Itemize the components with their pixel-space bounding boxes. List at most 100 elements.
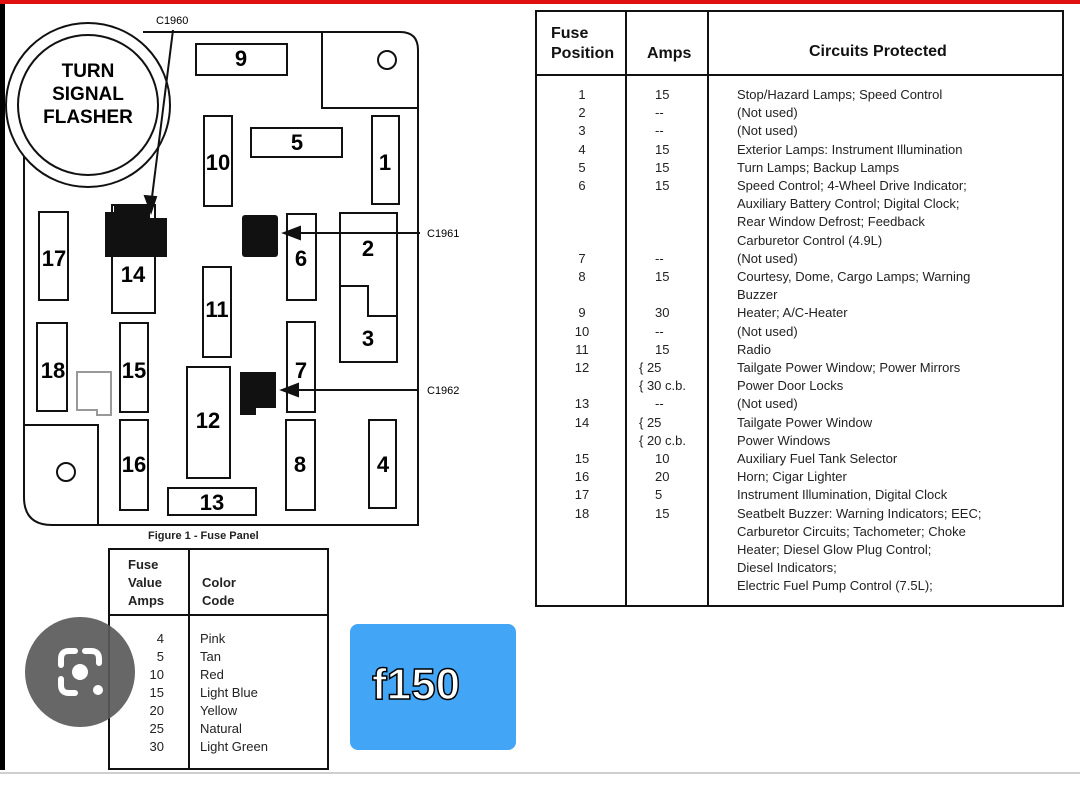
connector-label-c1960: C1960 <box>156 15 188 27</box>
fuse-position: 18 <box>574 505 590 521</box>
fuse-value: 5 <box>156 649 164 664</box>
circuit-text: Electric Fuel Pump Control (7.5L); <box>737 578 933 594</box>
fuse-13 <box>167 487 257 516</box>
circuit-text: Power Windows <box>737 432 831 448</box>
fuse-label: 2 <box>362 236 374 261</box>
circuit-text: Diesel Indicators; <box>737 560 837 576</box>
fuse-value: 4 <box>156 631 164 646</box>
fuse-color: Pink <box>200 631 226 646</box>
fuse-position: 5 <box>578 159 586 175</box>
google-lens-icon <box>58 648 103 696</box>
fuse-amps-cb: { 20 c.b. <box>639 432 686 448</box>
fuse-amps: 15 <box>655 178 670 193</box>
f150-tag[interactable]: f150 <box>350 624 516 750</box>
fuse-1 <box>371 115 400 205</box>
fuse-amps: -- <box>655 396 664 412</box>
fuse-color: Red <box>200 667 224 682</box>
top-right-box <box>321 32 418 109</box>
circuit-text: Courtesy, Dome, Cargo Lamps; Warning <box>737 269 971 284</box>
fuse-position: 1 <box>578 87 586 102</box>
header-circuits: Circuits Protected <box>809 43 947 60</box>
fuse-position: 11 <box>575 341 589 357</box>
fuse-amps: 30 <box>655 305 670 321</box>
fuse-17 <box>38 211 69 301</box>
fuse-2-3-block <box>339 212 398 363</box>
fuse-amps: -- <box>655 105 664 121</box>
fuse-amps: 15 <box>655 159 670 175</box>
fuse-6 <box>286 213 317 301</box>
circuit-text: Exterior Lamps: Instrument Illumination <box>737 141 963 157</box>
fuse-position: 17 <box>574 487 590 503</box>
fuse-color: Light Green <box>200 739 268 754</box>
fuse-11 <box>202 266 232 358</box>
fuse-position: 10 <box>574 323 590 339</box>
header-fuse: Fuse <box>128 557 159 572</box>
header-fuse: Fuse <box>551 25 589 42</box>
flasher-label: FLASHER <box>43 107 133 128</box>
fuse-label: 11 <box>205 297 228 322</box>
left-edge-bar <box>0 4 5 770</box>
flasher-label: SIGNAL <box>52 84 124 105</box>
fuse-label: 1 <box>379 150 391 175</box>
circuit-text: (Not used) <box>737 323 798 339</box>
circuit-text: (Not used) <box>737 396 798 412</box>
fuse-position: 12 <box>574 360 590 375</box>
circuit-text: (Not used) <box>737 123 798 139</box>
tag-label: f150 <box>371 659 461 710</box>
fuse-label: 13 <box>200 490 224 515</box>
fuse-position: 6 <box>578 178 586 193</box>
circuit-text: Heater; A/C-Heater <box>737 305 848 321</box>
circuit-text: (Not used) <box>737 250 798 266</box>
fuse-amps: -- <box>655 323 664 339</box>
fuse-amps: 15 <box>655 141 670 157</box>
header-amps: Amps <box>128 593 165 608</box>
mount-hole-bottom <box>56 462 76 482</box>
fuse-position: 16 <box>574 469 590 485</box>
fuse-position: 7 <box>578 250 586 266</box>
connector-c1960 <box>105 205 167 257</box>
fuse-amps: -- <box>655 123 664 139</box>
fuse-position: 3 <box>578 123 586 139</box>
flasher-inner-circle <box>17 34 159 176</box>
relay-outline <box>76 371 112 416</box>
fuse-16 <box>119 419 149 511</box>
fuse-value: 15 <box>149 685 164 700</box>
google-lens-button[interactable] <box>25 617 135 727</box>
fuse-label: 6 <box>295 246 307 271</box>
fuse-amps: { 25 <box>639 360 662 375</box>
fuse-label: 12 <box>196 408 220 433</box>
fuse-amps: -- <box>655 250 664 266</box>
fuse-15 <box>119 322 149 413</box>
header-code: Code <box>202 593 235 608</box>
fuse-color: Light Blue <box>200 685 258 700</box>
circuit-text: Rear Window Defrost; Feedback <box>737 214 925 230</box>
fuse-label: 15 <box>122 358 146 383</box>
fuse-amps: 20 <box>655 469 670 485</box>
mount-hole-top <box>377 50 397 70</box>
fuse-label: 4 <box>377 452 390 477</box>
fuse-color: Tan <box>200 649 221 664</box>
fuse-position: 13 <box>574 396 590 412</box>
connector-label-c1961: C1961 <box>427 228 459 240</box>
fuse-color: Yellow <box>200 703 238 718</box>
flasher-outer-circle <box>5 22 171 188</box>
fuse-amps-cb: { 30 c.b. <box>639 378 686 394</box>
circuit-text: Instrument Illumination, Digital Clock <box>737 487 948 503</box>
circuit-text: Auxiliary Fuel Tank Selector <box>737 451 898 466</box>
circuit-text: Tailgate Power Window <box>737 414 873 430</box>
circuit-text: Speed Control; 4-Wheel Drive Indicator; <box>737 178 967 193</box>
fuse-label: 10 <box>206 150 230 175</box>
fuse-10 <box>203 115 233 207</box>
connector-label-c1962: C1962 <box>427 385 459 397</box>
fuse-position: 15 <box>574 451 590 466</box>
panel-outline <box>23 31 419 526</box>
fuse-label: 17 <box>42 246 66 271</box>
fuse-color: Natural <box>200 721 242 736</box>
header-color: Color <box>202 575 236 590</box>
fuse-label: 16 <box>122 452 146 477</box>
arrow-head-c1962 <box>279 382 299 398</box>
fuse-amps: 10 <box>655 451 670 466</box>
fuse-value: 20 <box>149 703 164 718</box>
circuit-text: Turn Lamps; Backup Lamps <box>737 159 900 175</box>
